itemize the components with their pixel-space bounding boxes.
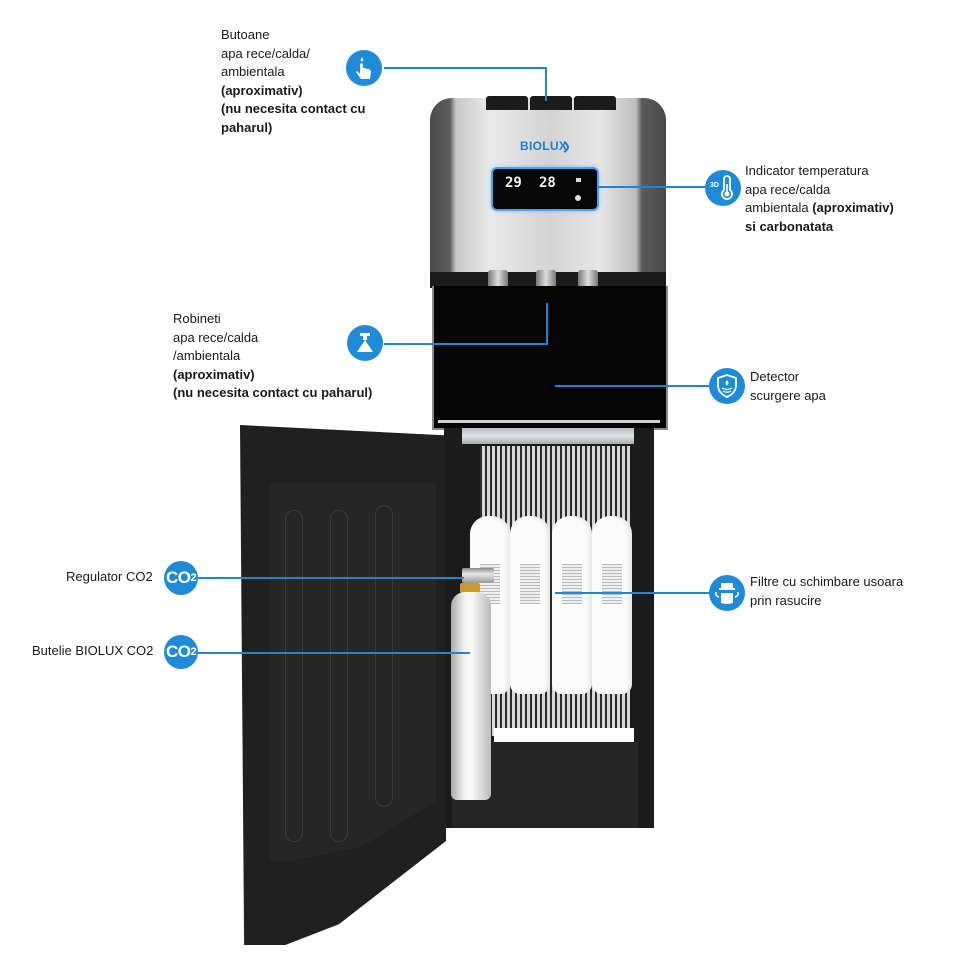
faucet-nozzle-icon: [347, 325, 383, 361]
door-inner-panel: [270, 482, 436, 862]
door-rib: [375, 505, 393, 807]
callout-line-bold: (nu necesita contact cu: [221, 101, 366, 116]
connector-line-temp-indicator: [598, 186, 706, 188]
callout-line: Filtre cu schimbare usoara: [750, 574, 904, 589]
callout-taps-text: Robineti apa rece/calda /ambientala (apr…: [173, 310, 372, 403]
callout-line: apa rece/calda/: [221, 45, 310, 61]
callout-line-bold: (aproximativ): [173, 366, 255, 382]
display-indicator: [576, 178, 581, 182]
callout-filters-text: Filtre cu schimbare usoara prin rasucire: [750, 573, 903, 610]
drip-tray-rail: [438, 420, 660, 423]
callout-line: prin rasucire: [750, 592, 822, 608]
callout-line-bold: si carbonatata: [745, 218, 834, 234]
twist-filter-icon: [709, 575, 745, 611]
callout-line-bold: (nu necesita contact cu paharul): [173, 385, 373, 400]
callout-line: ambientala: [745, 200, 813, 215]
callout-buttons-text: Butoane apa rece/calda/ ambientala (apro…: [221, 26, 365, 137]
shield-water-icon: [709, 368, 745, 404]
thermometer-3d-icon: 3D: [705, 170, 741, 206]
dispenser-top-buttons: [486, 96, 616, 110]
mounting-bracket: [462, 428, 634, 444]
filter-cartridge: [510, 516, 550, 694]
brand-swoosh-icon: [563, 141, 569, 153]
callout-line: apa rece/calda: [173, 329, 259, 345]
connector-line-leak-detector: [555, 385, 710, 387]
co2-bottle: [451, 592, 491, 800]
callout-line-bold: paharul): [221, 119, 273, 135]
callout-line-bold: (aproximativ): [812, 200, 894, 215]
callout-line: Indicator temperatura: [745, 163, 869, 178]
callout-line: Butoane: [221, 27, 270, 42]
touch-button-icon: [346, 50, 382, 86]
door-rib: [330, 510, 348, 842]
temperature-display: 29 28: [493, 169, 597, 209]
callout-line: apa rece/calda: [745, 181, 831, 197]
callout-line: Robineti: [173, 311, 221, 326]
callout-line: Detector: [750, 369, 800, 384]
callout-line: scurgere apa: [750, 387, 826, 403]
co2-icon-text: CO: [165, 568, 191, 587]
cabinet-shelf: [494, 728, 634, 742]
display-indicator: [575, 195, 581, 201]
callout-line: Butelie BIOLUX CO2: [32, 643, 154, 658]
callout-leak-detector-text: Detector scurgere apa: [750, 368, 826, 405]
filter-cartridge: [552, 516, 592, 694]
co2-icon-subscript: 2: [190, 646, 197, 658]
svg-text:3D: 3D: [710, 182, 719, 189]
callout-co2-regulator-text: Regulator CO2: [66, 568, 153, 587]
callout-line-bold: (aproximativ): [221, 82, 303, 98]
connector-line-buttons: [384, 67, 547, 69]
filter-cartridge: [592, 516, 632, 694]
connector-line-filters: [555, 592, 710, 594]
co2-icon-text: CO: [165, 642, 191, 661]
callout-line: Regulator CO2: [66, 569, 153, 584]
connector-line-co2-regulator: [198, 577, 464, 579]
connector-line-taps: [546, 303, 548, 345]
connector-line-buttons: [545, 67, 547, 101]
co2-regulator: [462, 568, 494, 583]
connector-line-co2-bottle: [198, 652, 470, 654]
callout-temp-indicator-text: Indicator temperatura apa rece/calda amb…: [745, 162, 894, 236]
co2-icon-subscript: 2: [190, 572, 197, 584]
display-left-temp: 29: [505, 175, 522, 191]
display-right-temp: 28: [539, 175, 556, 191]
dispensing-area: [432, 286, 668, 430]
door-rib: [285, 510, 303, 842]
connector-line-taps: [384, 343, 548, 345]
bottle-valve: [460, 583, 480, 593]
callout-line: ambientala: [221, 64, 285, 79]
callout-line: /ambientala: [173, 348, 241, 363]
callout-co2-bottle-text: Butelie BIOLUX CO2: [32, 642, 153, 661]
brand-logo: BIOLUX: [520, 139, 568, 153]
